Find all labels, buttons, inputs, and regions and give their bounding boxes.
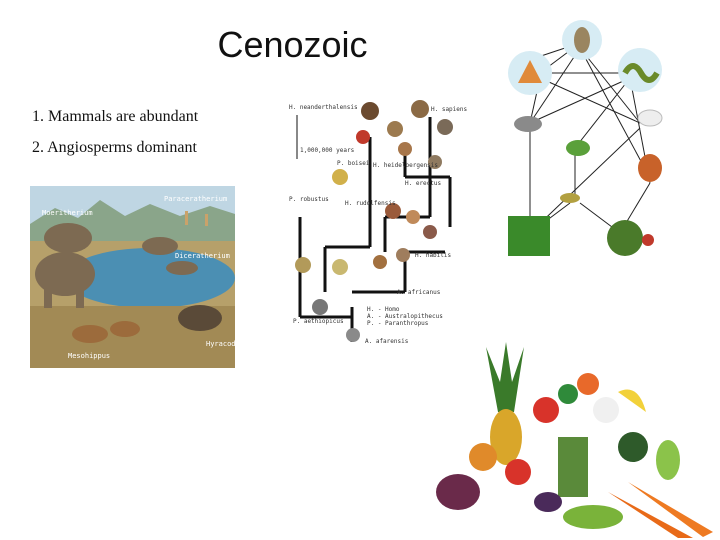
bullet-list: 1. Mammals are abundant 2. Angiosperms d…	[32, 108, 198, 170]
cauliflower-icon	[593, 397, 619, 423]
orange-icon	[469, 443, 497, 471]
plant-icon	[607, 220, 643, 256]
green-pepper-icon	[558, 384, 578, 404]
grasshopper-icon	[560, 193, 580, 203]
skull-markers	[295, 100, 453, 342]
berries-icon	[642, 234, 654, 246]
bullet-angiosperms: 2. Angiosperms dominant	[32, 139, 197, 156]
tree-label-aethiopicus: P. aethiopicus	[293, 318, 344, 325]
slide-title: Cenozoic	[217, 24, 368, 65]
frog-icon	[566, 140, 590, 156]
tree-legend-australopithecus: A. - Australopithecus	[367, 313, 443, 320]
human-evolution-tree: H. neanderthalensis H. sapiens 1,000,000…	[289, 100, 468, 345]
tree-legend-paranthropus: P. - Paranthropus	[367, 320, 429, 327]
apple-icon	[505, 459, 531, 485]
tree-label-habilis: H. habilis	[415, 252, 452, 259]
label-paraceratherium: Paraceratherium	[164, 195, 227, 203]
tree-label-robustus: P. robustus	[289, 196, 329, 203]
label-mesohippus: Mesohippus	[68, 352, 110, 360]
fruits-vegetables-image	[436, 342, 713, 538]
tree-label-rudolfensis: H. rudolfensis	[345, 200, 396, 207]
eggplant-icon	[534, 492, 562, 512]
food-web-nodes	[508, 20, 663, 256]
cabbage-icon	[656, 440, 680, 480]
bananas-icon	[618, 389, 646, 412]
tree-label-erectus: H. erectus	[405, 180, 442, 187]
grapes-icon	[436, 474, 480, 510]
prehistoric-mammals-illustration: Paraceratherium Moeritherium Diceratheri…	[30, 186, 235, 368]
rabbit-icon	[637, 109, 663, 127]
label-diceratherium: Diceratherium	[175, 252, 230, 260]
carrots-icon	[628, 482, 713, 537]
broccoli-icon	[618, 432, 648, 462]
tree-label-africanus: A. africanus	[397, 289, 441, 296]
tomato-icon	[533, 397, 559, 423]
bullet-mammals: 1. Mammals are abundant	[32, 108, 199, 125]
tree-label-heidelbergensis: H. heidelbergensis	[373, 162, 438, 169]
mouse-icon	[514, 116, 542, 132]
label-moeritherium: Moeritherium	[42, 209, 93, 217]
tree-label-sapiens: H. sapiens	[431, 106, 468, 113]
asparagus-icon	[558, 437, 588, 497]
snake-icon	[622, 63, 660, 83]
squirrel-icon	[638, 154, 662, 182]
orange-pepper-icon	[577, 373, 599, 395]
pineapple-leaves	[486, 342, 524, 412]
tree-label-afarensis: A. afarensis	[365, 338, 409, 345]
label-hyracodon: Hyracodon	[206, 340, 235, 348]
food-web-diagram	[508, 20, 663, 256]
tree-label-time-scale: 1,000,000 years	[300, 147, 355, 154]
tree-label-boisei: P. boisei	[337, 160, 370, 167]
pineapple-icon	[490, 409, 522, 465]
tree-legend-homo: H. - Homo	[367, 306, 400, 313]
tree-label-neanderthalensis: H. neanderthalensis	[289, 104, 358, 111]
leaves-icon	[508, 216, 550, 256]
fox-icon	[518, 60, 542, 83]
carrot-icon-2	[608, 492, 693, 538]
green-onions-icon	[563, 505, 623, 529]
owl-icon	[574, 27, 590, 53]
